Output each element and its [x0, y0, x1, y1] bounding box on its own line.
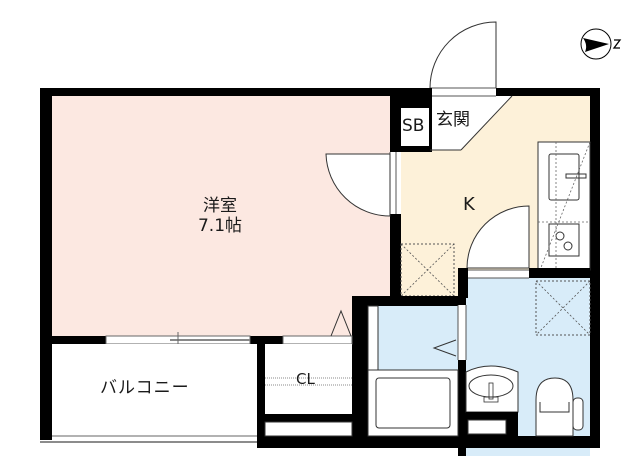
western-room-floor [52, 96, 390, 340]
shoe-box-label: SB [402, 116, 425, 136]
toilet-tank [572, 397, 584, 431]
wall-right [590, 88, 600, 448]
wall-top-left [40, 88, 400, 96]
wall-bath-wash [458, 296, 466, 456]
closet-label: CL [296, 370, 315, 388]
washing-machine-space [535, 280, 591, 336]
balcony-area [52, 344, 257, 436]
wall-top-right [496, 88, 600, 96]
kitchen-sink [548, 153, 580, 201]
closet-door [282, 335, 353, 345]
faucet [565, 173, 587, 179]
stove [548, 223, 580, 257]
wall-bottom [260, 436, 600, 448]
wall-western-bottom-right [352, 296, 368, 448]
fridge-space [400, 243, 455, 297]
kitchen-counter [537, 141, 591, 271]
wash-basin-counter [465, 365, 519, 413]
washroom-door-swing [466, 205, 530, 269]
bathroom-tub-area [367, 369, 459, 437]
entrance-door-gap [430, 88, 496, 96]
wall-kitchen-wet [458, 268, 468, 298]
bathroom-left-ledge [367, 305, 379, 371]
closet-door-icon [330, 309, 352, 337]
wall-western-bottom-right-cap [352, 296, 462, 306]
bathtub [375, 377, 451, 429]
western-room-door-swing [325, 153, 391, 217]
north-arrow-icon [580, 28, 622, 60]
entrance-door-swing [429, 21, 497, 89]
wall-balcony-closet [257, 336, 265, 448]
burner-2 [563, 241, 573, 251]
balcony-label: バルコニー [100, 378, 190, 398]
western-room-name: 洋室 [203, 196, 237, 216]
entrance-floor [430, 96, 512, 150]
closet-bottom-wall [265, 414, 352, 422]
western-room-area: 7.1帖 [197, 216, 243, 236]
wall-kitchen-wet-2 [529, 268, 590, 278]
kitchen-label: K [463, 194, 475, 215]
wall-left [40, 88, 52, 440]
closet-area [265, 344, 352, 414]
entrance-label: 玄関 [436, 110, 470, 130]
toilet [535, 377, 574, 437]
shoe-box [399, 108, 429, 146]
bathroom-floor [378, 305, 458, 370]
bath-door-icon [432, 339, 457, 357]
